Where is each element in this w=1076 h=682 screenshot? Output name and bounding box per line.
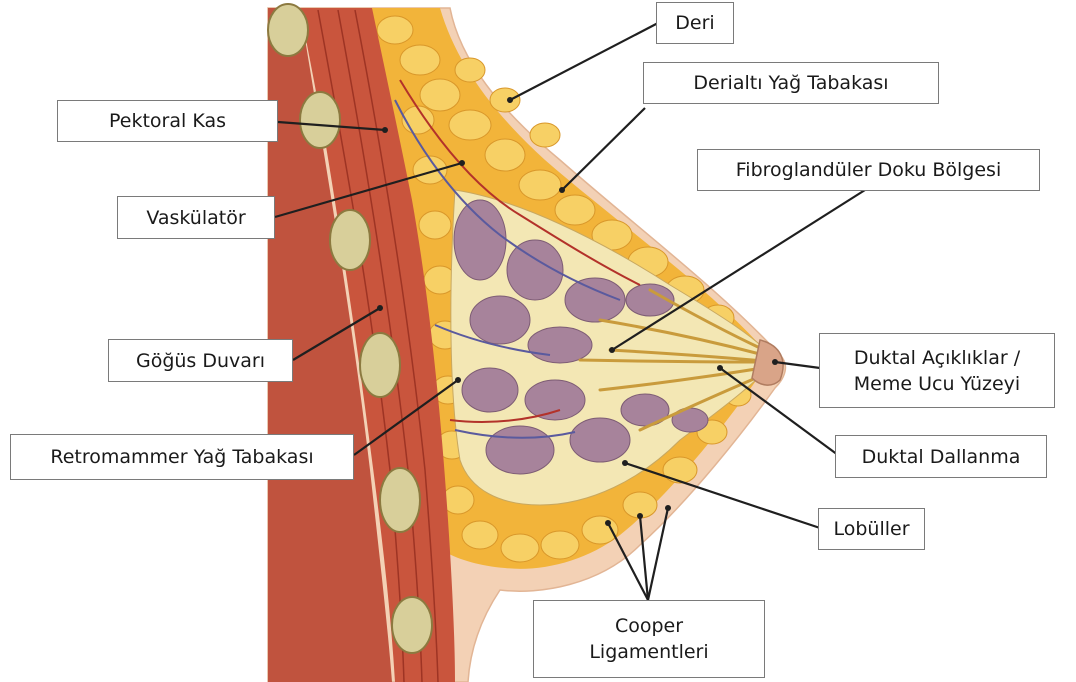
label-gogus-text: Göğüs Duvarı xyxy=(136,348,265,374)
label-pektoral-text: Pektoral Kas xyxy=(109,108,226,134)
label-lobuller: Lobüller xyxy=(818,508,925,550)
label-derialti-text: Derialtı Yağ Tabakası xyxy=(693,70,888,96)
label-duktal-acikliklar: Duktal Açıklıklar / Meme Ucu Yüzeyi xyxy=(819,333,1055,408)
label-duktal-aciklik-line2: Meme Ucu Yüzeyi xyxy=(854,371,1020,397)
label-retromammer-yag-tabakasi: Retromammer Yağ Tabakası xyxy=(10,434,354,480)
label-vaskulator-text: Vaskülatör xyxy=(146,205,245,231)
label-duktal-dallanma-text: Duktal Dallanma xyxy=(862,444,1021,470)
label-deri-text: Deri xyxy=(675,10,714,36)
label-gogus-duvari: Göğüs Duvarı xyxy=(108,339,293,382)
label-pektoral-kas: Pektoral Kas xyxy=(57,100,278,142)
label-duktal-aciklik-line1: Duktal Açıklıklar / xyxy=(854,345,1020,371)
label-derialti-yag-tabakasi: Derialtı Yağ Tabakası xyxy=(643,62,939,104)
label-vaskulator: Vaskülatör xyxy=(117,196,275,239)
label-cooper-line2: Ligamentleri xyxy=(589,639,708,665)
label-retromammer-text: Retromammer Yağ Tabakası xyxy=(50,444,313,470)
label-deri: Deri xyxy=(656,2,734,44)
label-lobuller-text: Lobüller xyxy=(833,516,909,542)
label-cooper-ligamentleri: Cooper Ligamentleri xyxy=(533,600,765,678)
label-fibroglanduler-doku-bolgesi: Fibroglandüler Doku Bölgesi xyxy=(697,149,1040,191)
label-cooper-line1: Cooper xyxy=(615,613,683,639)
label-duktal-dallanma: Duktal Dallanma xyxy=(835,435,1047,478)
label-fibroglanduler-text: Fibroglandüler Doku Bölgesi xyxy=(736,157,1001,183)
